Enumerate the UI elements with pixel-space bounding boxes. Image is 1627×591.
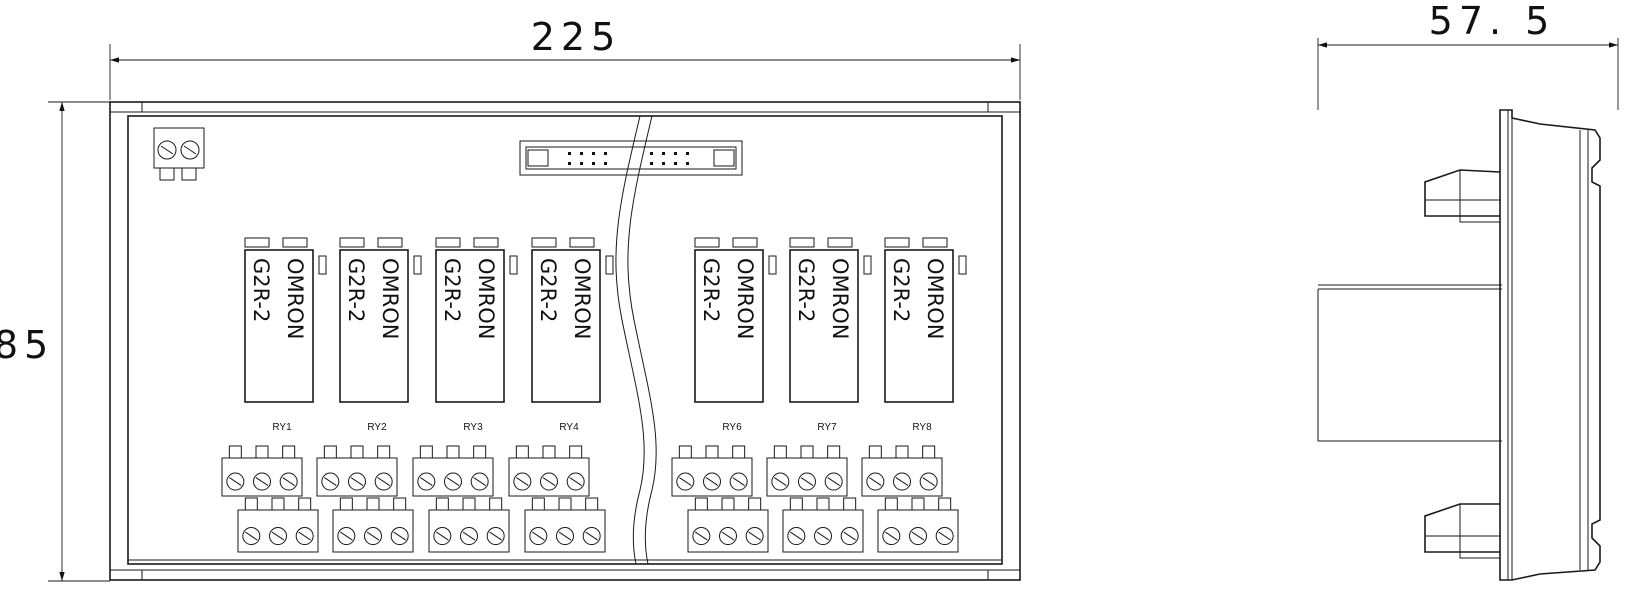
relay-label: RY4: [559, 422, 579, 433]
relay-brand: OMRON: [474, 258, 498, 339]
relay-brand: OMRON: [570, 258, 594, 339]
relay-model: G2R-2: [699, 258, 723, 322]
upper-terminal-block: [861, 445, 943, 497]
relay-label: RY6: [722, 422, 742, 433]
upper-terminal-block: [412, 445, 494, 497]
relay-model: G2R-2: [440, 258, 464, 322]
relay-model: G2R-2: [794, 258, 818, 322]
upper-terminal-block: [671, 445, 753, 497]
relay-label: RY2: [367, 422, 387, 433]
relay-label: RY3: [463, 422, 483, 433]
lower-terminal-block: [877, 497, 959, 553]
relay-body: [531, 249, 601, 403]
front-view: OMRONG2R-2RY1OMRONG2R-2RY2OMRONG2R-2RY3O…: [109, 101, 1021, 581]
width-dimension: 225: [109, 15, 1021, 100]
relay-label: RY7: [817, 422, 837, 433]
relay-body: [789, 249, 859, 403]
lower-terminal-block: [782, 497, 864, 553]
upper-terminal-block: [766, 445, 848, 497]
height-value: 85: [0, 323, 54, 367]
lower-terminal-block: [428, 497, 510, 553]
upper-terminal-block: [221, 445, 303, 497]
relay-brand: OMRON: [378, 258, 402, 339]
relay-label: RY1: [272, 422, 292, 433]
lower-terminal-block: [524, 497, 606, 553]
width-value: 225: [531, 15, 622, 59]
break-line: [615, 115, 645, 565]
relay-brand: OMRON: [733, 258, 757, 339]
lower-terminal-block: [237, 497, 319, 553]
break-line: [627, 115, 657, 565]
relay-model: G2R-2: [536, 258, 560, 322]
depth-dimension: 57. 5: [1317, 0, 1619, 110]
relay-model: G2R-2: [249, 258, 273, 322]
relay-label: RY8: [912, 422, 932, 433]
relay-brand: OMRON: [283, 258, 307, 339]
upper-terminal-block: [316, 445, 398, 497]
height-dimension: 85: [0, 101, 110, 582]
lower-terminal-block: [687, 497, 769, 553]
ribbon-connector: [519, 140, 743, 176]
depth-value: 57. 5: [1429, 0, 1556, 43]
relay-model: G2R-2: [889, 258, 913, 322]
relay-brand: OMRON: [923, 258, 947, 339]
relay-brand: OMRON: [828, 258, 852, 339]
upper-terminal-block: [508, 445, 590, 497]
power-terminal: [153, 127, 205, 181]
relay-body: [435, 249, 505, 403]
lower-terminal-block: [332, 497, 414, 553]
relay-body: [244, 249, 314, 403]
relay-body: [339, 249, 409, 403]
relay-body: [694, 249, 764, 403]
relay-model: G2R-2: [344, 258, 368, 322]
side-view: [1317, 109, 1601, 581]
relay-body: [884, 249, 954, 403]
